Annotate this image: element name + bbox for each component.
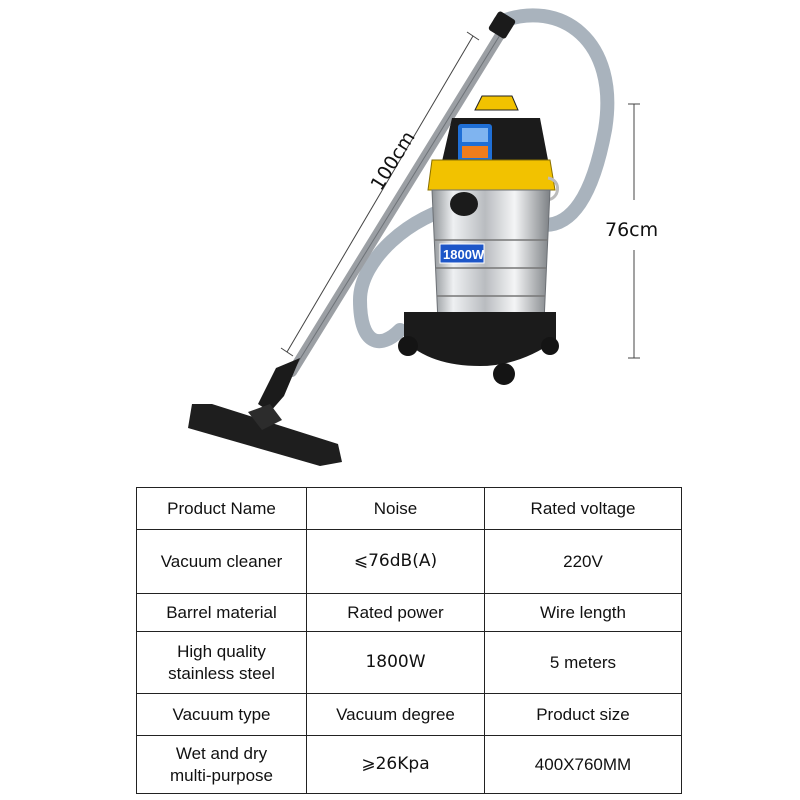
caster-base (404, 312, 556, 366)
length-dimension-line (286, 35, 474, 353)
cell-line: stainless steel (168, 663, 275, 683)
cell-line: High quality (177, 642, 266, 662)
table-cell: Vacuum cleaner (136, 529, 307, 594)
table-cell: Noise (306, 487, 485, 530)
yellow-collar (427, 159, 556, 191)
table-row: Product Name Noise Rated voltage (136, 487, 682, 530)
table-cell: Wet and dry multi-purpose (136, 735, 307, 794)
table-row: Barrel material Rated power Wire length (136, 593, 682, 632)
table-cell: High quality stainless steel (136, 631, 307, 694)
table-row: Vacuum type Vacuum degree Product size (136, 693, 682, 736)
table-cell: Wire length (484, 593, 682, 632)
table-cell: Product size (484, 693, 682, 736)
table-cell: Barrel material (136, 593, 307, 632)
table-cell: Rated power (306, 593, 485, 632)
power-badge (439, 243, 485, 264)
caster-wheel-left (398, 336, 418, 356)
table-cell: 220V (484, 529, 682, 594)
table-cell: 1800W (306, 631, 485, 694)
table-cell: ⩾26Kpa (306, 735, 485, 794)
spec-table: Product Name Noise Rated voltage Vacuum … (136, 487, 682, 794)
wand-top-cap (488, 11, 516, 39)
table-cell: Vacuum degree (306, 693, 485, 736)
table-cell: 400X760MM (484, 735, 682, 794)
wand-elbow (258, 358, 300, 412)
top-handle (474, 95, 519, 111)
caster-wheel-front (493, 363, 515, 385)
hose-inlet (450, 192, 478, 216)
cell-line: Wet and dry (175, 744, 268, 764)
vacuum-hose-lower (352, 198, 469, 349)
table-row: High quality stainless steel 1800W 5 met… (136, 631, 682, 694)
table-cell: ⩽76dB(A) (306, 529, 485, 594)
table-cell: Rated voltage (484, 487, 682, 530)
table-row: Vacuum cleaner ⩽76dB(A) 220V (136, 529, 682, 594)
table-cell: 5 meters (484, 631, 682, 694)
power-badge-label: 1800W (443, 247, 485, 262)
table-cell: Product Name (136, 487, 307, 530)
table-row: Wet and dry multi-purpose ⩾26Kpa 400X760… (136, 735, 682, 794)
caster-wheel-right (541, 337, 559, 355)
vacuum-cleaner-illustration: 100cm 1800W 76cm (188, 8, 658, 466)
table-cell: Vacuum type (136, 693, 307, 736)
floor-nozzle (188, 404, 342, 466)
cell-line: multi-purpose (170, 765, 273, 785)
height-dimension-label: 76cm (605, 219, 658, 241)
